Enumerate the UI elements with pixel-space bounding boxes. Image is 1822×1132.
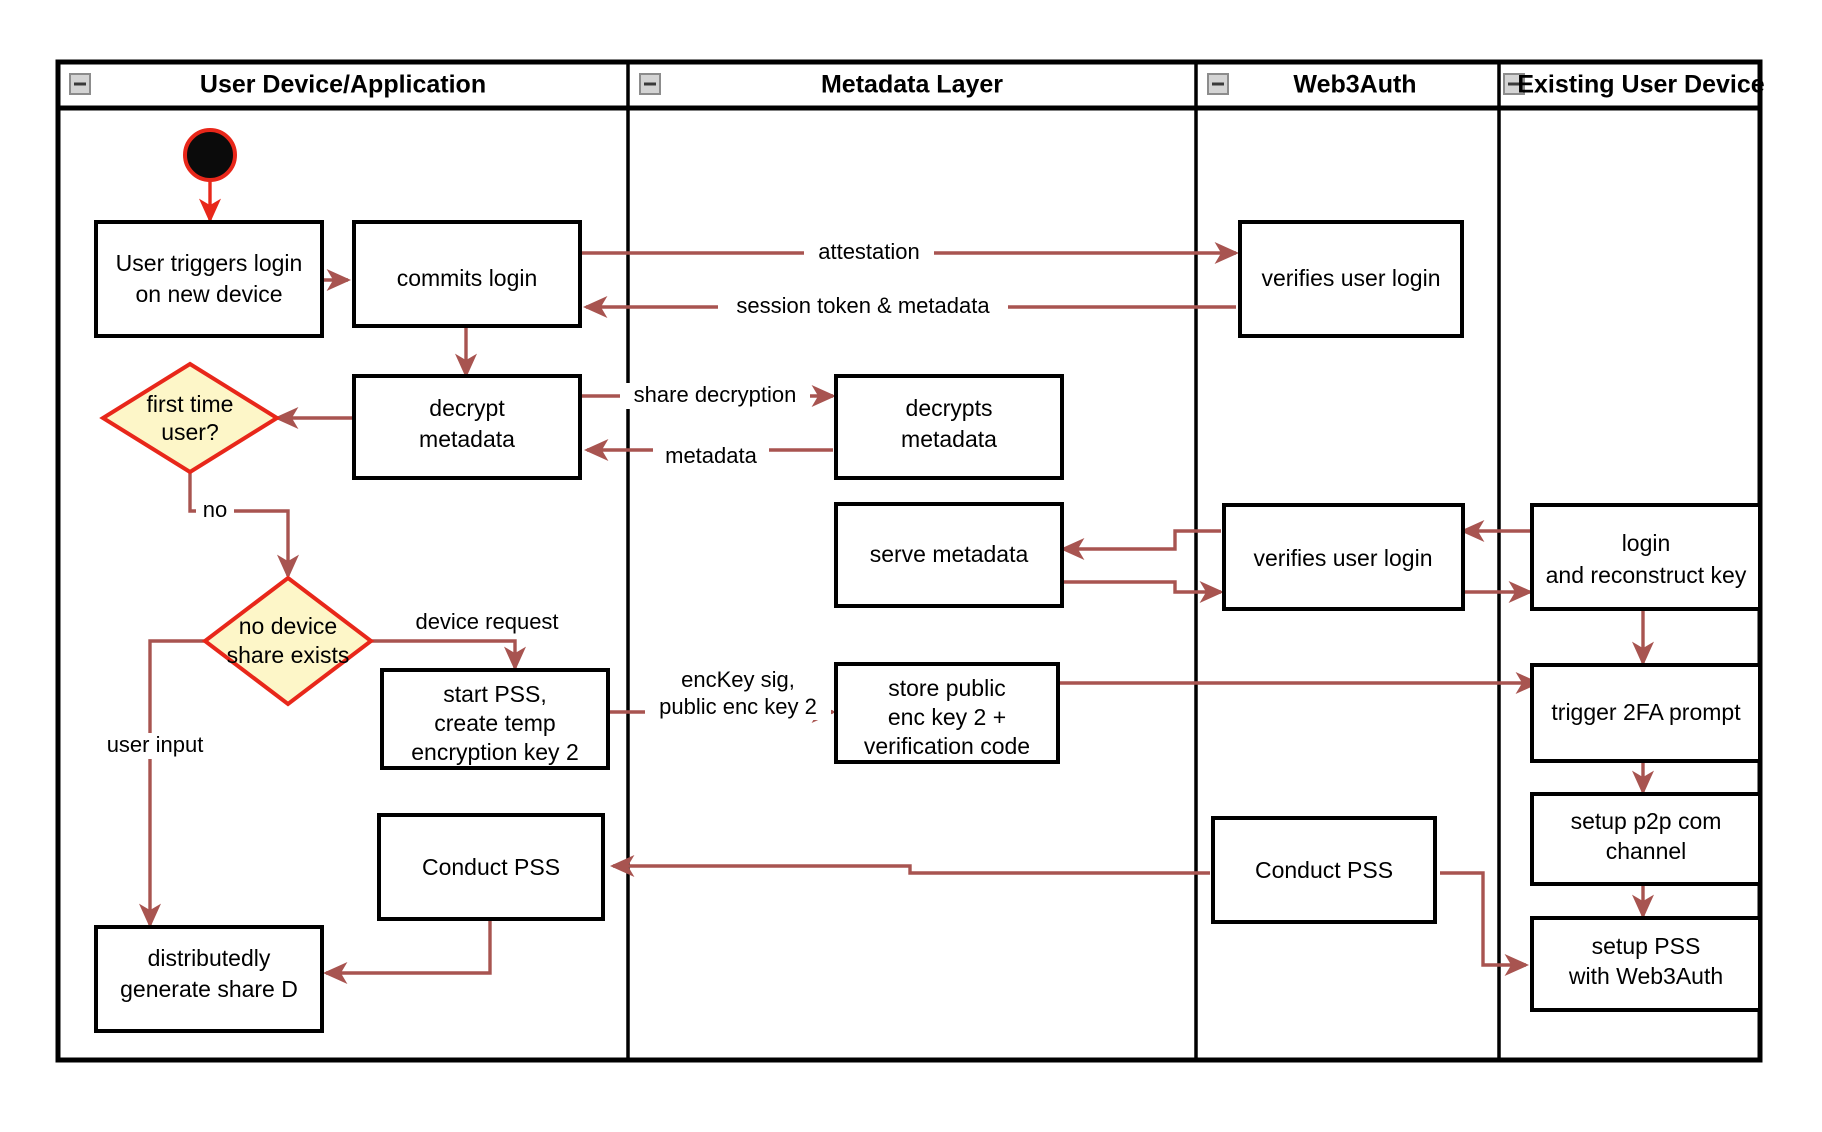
edge-label-no: no bbox=[196, 497, 234, 524]
node-label-line: decrypt bbox=[429, 395, 505, 421]
edge-firsttime-no bbox=[188, 472, 300, 580]
edge-label-enckey-sig: encKey sig, public enc key 2 bbox=[645, 666, 831, 720]
node-label-line: trigger 2FA prompt bbox=[1551, 699, 1741, 725]
node-label-line: store public bbox=[888, 675, 1006, 701]
edge-label-share-decryption: share decryption bbox=[620, 382, 810, 409]
svg-text:no: no bbox=[203, 497, 227, 522]
node-setup-pss-with-web3auth[interactable]: setup PSS with Web3Auth bbox=[1530, 916, 1762, 1012]
node-conduct-pss-web3auth[interactable]: Conduct PSS bbox=[1211, 816, 1437, 924]
node-label-line: Conduct PSS bbox=[422, 854, 560, 880]
node-conduct-pss-user[interactable]: Conduct PSS bbox=[377, 813, 605, 921]
node-serve-metadata[interactable]: serve metadata bbox=[834, 502, 1064, 608]
decision-label-line: first time bbox=[147, 391, 234, 417]
svg-text:attestation: attestation bbox=[818, 239, 920, 264]
lane-header-existing-device[interactable]: Existing User Device bbox=[1503, 71, 1765, 99]
node-label-line: setup PSS bbox=[1592, 933, 1701, 959]
edge-label-attestation: attestation bbox=[804, 239, 934, 266]
edge-label-device-request: device request bbox=[397, 609, 577, 636]
edge-label-session-token: session token & metadata bbox=[718, 293, 1008, 320]
node-no-device-share-exists[interactable]: no device share exists bbox=[201, 575, 375, 707]
edge-verifies2-to-serve bbox=[1059, 529, 1221, 561]
node-label-line: verifies user login bbox=[1254, 545, 1433, 571]
node-label-line: decrypts bbox=[906, 395, 993, 421]
node-label-line: serve metadata bbox=[870, 541, 1029, 567]
edge-conductuser-to-sharedD bbox=[322, 919, 492, 985]
decision-label-line: share exists bbox=[227, 642, 350, 668]
node-commits-login[interactable]: commits login bbox=[352, 220, 582, 328]
node-label-line: commits login bbox=[397, 265, 538, 291]
svg-text:session token & metadata: session token & metadata bbox=[736, 293, 990, 318]
node-trigger-2fa-prompt[interactable]: trigger 2FA prompt bbox=[1530, 663, 1762, 763]
svg-text:encKey sig,: encKey sig, bbox=[681, 667, 795, 692]
node-label-line: create temp bbox=[434, 710, 555, 736]
svg-text:public enc key 2: public enc key 2 bbox=[659, 694, 817, 719]
node-decrypts-metadata[interactable]: decrypts metadata bbox=[834, 374, 1064, 480]
node-label-line: metadata bbox=[901, 426, 997, 452]
node-label-line: generate share D bbox=[120, 976, 298, 1002]
node-label-line: verification code bbox=[864, 733, 1030, 759]
minus-box-icon[interactable] bbox=[1207, 73, 1229, 95]
node-label-line: enc key 2 + bbox=[888, 704, 1006, 730]
minus-box-icon[interactable] bbox=[639, 73, 661, 95]
node-label-line: verifies user login bbox=[1262, 265, 1441, 291]
node-verifies-user-login-2[interactable]: verifies user login bbox=[1222, 503, 1465, 611]
edge-nodeviceshare-to-startpss bbox=[371, 639, 527, 672]
node-label-line: on new device bbox=[135, 281, 282, 307]
node-distributedly-generate-share-d[interactable]: distributedly generate share D bbox=[94, 925, 324, 1033]
node-login-and-reconstruct-key[interactable]: login and reconstruct key bbox=[1530, 503, 1762, 611]
node-label-line: User triggers login bbox=[116, 250, 303, 276]
node-label-line: channel bbox=[1606, 838, 1687, 864]
lane-header-metadata[interactable]: Metadata Layer bbox=[639, 71, 1003, 99]
lane-header-web3auth[interactable]: Web3Auth bbox=[1207, 71, 1417, 99]
node-label-line: encryption key 2 bbox=[411, 739, 578, 765]
node-start[interactable] bbox=[183, 128, 237, 182]
lane-title-existing-device: Existing User Device bbox=[1517, 71, 1764, 99]
node-label-line: Conduct PSS bbox=[1255, 857, 1393, 883]
node-label-line: metadata bbox=[419, 426, 515, 452]
edge-serve-to-verifies2 bbox=[1063, 580, 1225, 604]
svg-text:user input: user input bbox=[107, 732, 204, 757]
edge-label-layer: attestation session token & metadata sha… bbox=[94, 239, 1008, 759]
edge-conductweb3auth-to-conductuser bbox=[609, 854, 1210, 878]
node-setup-p2p-com-channel[interactable]: setup p2p com channel bbox=[1530, 792, 1762, 886]
lane-header-user-device[interactable]: User Device/Application bbox=[69, 71, 486, 99]
lane-title-metadata: Metadata Layer bbox=[821, 71, 1003, 99]
svg-text:metadata: metadata bbox=[665, 443, 757, 468]
minus-box-icon[interactable] bbox=[69, 73, 91, 95]
node-user-triggers-login[interactable]: User triggers login on new device bbox=[94, 220, 324, 338]
edge-nodeviceshare-to-sharedD bbox=[138, 639, 205, 929]
edge-label-user-input: user input bbox=[94, 732, 216, 759]
node-label-line: setup p2p com bbox=[1571, 808, 1722, 834]
decision-label-line: user? bbox=[161, 419, 219, 445]
node-label-line: and reconstruct key bbox=[1546, 562, 1747, 588]
edge-label-metadata: metadata bbox=[653, 443, 769, 470]
node-label-line: start PSS, bbox=[443, 681, 547, 707]
node-start-pss-create-temp-key[interactable]: start PSS, create temp encryption key 2 bbox=[380, 668, 610, 770]
lane-title-web3auth: Web3Auth bbox=[1293, 71, 1416, 99]
node-label-line: with Web3Auth bbox=[1568, 963, 1723, 989]
lane-title-user-device: User Device/Application bbox=[200, 71, 486, 99]
svg-text:share decryption: share decryption bbox=[634, 382, 797, 407]
decision-label-line: no device bbox=[239, 613, 337, 639]
node-decrypt-metadata[interactable]: decrypt metadata bbox=[352, 374, 582, 480]
edge-conductpss-setuppss-link bbox=[1440, 871, 1530, 977]
node-first-time-user[interactable]: first time user? bbox=[99, 361, 281, 475]
node-store-public-enc-key-2[interactable]: store public enc key 2 + verification co… bbox=[834, 662, 1060, 764]
node-label-line: login bbox=[1622, 530, 1671, 556]
minus-box-icon[interactable] bbox=[1503, 73, 1525, 95]
svg-text:device request: device request bbox=[415, 609, 558, 634]
node-label-line: distributedly bbox=[148, 945, 271, 971]
node-verifies-user-login-1[interactable]: verifies user login bbox=[1238, 220, 1464, 338]
